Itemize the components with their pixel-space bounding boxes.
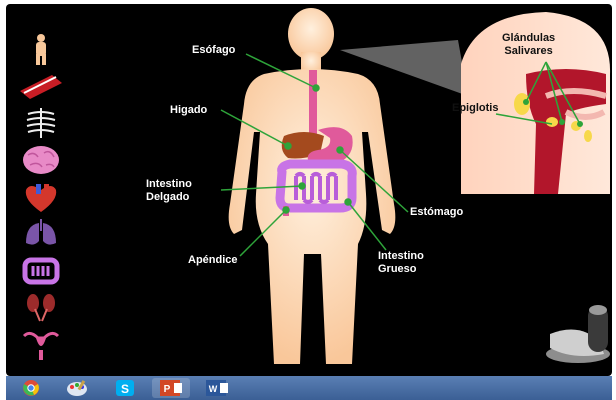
muscle-icon — [16, 69, 66, 103]
label-esofago: Esófago — [192, 44, 235, 57]
digestive-system-illustration — [6, 4, 612, 376]
label-epiglotis: Epiglotis — [452, 102, 498, 115]
sidebar-item-skeleton[interactable] — [16, 106, 66, 140]
powerpoint-icon: P — [152, 378, 190, 398]
skype-glyph: S — [121, 382, 129, 396]
sidebar-item-human-body[interactable] — [16, 32, 66, 66]
taskbar-skype-button[interactable]: S — [106, 378, 144, 398]
taskbar-paint-button[interactable] — [58, 378, 96, 398]
skype-icon: S — [106, 378, 144, 398]
sidebar-item-kidney[interactable] — [16, 291, 66, 325]
esophagus-organ — [309, 70, 317, 134]
taskbar: S P W — [6, 376, 612, 400]
system-selector-sidebar — [16, 32, 68, 362]
paint-icon — [58, 378, 96, 398]
label-glandulas-salivares: Glándulas Salivares — [502, 32, 555, 58]
label-intestino-delgado: Intestino Delgado — [146, 178, 192, 204]
sidebar-item-reproductive[interactable] — [16, 328, 66, 362]
word-icon: W — [198, 378, 236, 398]
reproductive-icon — [16, 328, 66, 362]
taskbar-powerpoint-button[interactable]: P — [152, 378, 190, 398]
powerpoint-glyph: P — [164, 384, 171, 395]
sidebar-item-brain[interactable] — [16, 143, 66, 177]
label-apendice: Apéndice — [188, 254, 238, 267]
skeleton-icon — [16, 106, 66, 140]
human-body-icon — [16, 32, 66, 66]
sidebar-item-digestive[interactable] — [16, 254, 66, 288]
anatomy-canvas: Esófago Higado Intestino Delgado Apéndic… — [6, 4, 612, 376]
chrome-icon — [12, 378, 50, 398]
taskbar-word-button[interactable]: W — [198, 378, 236, 398]
brain-icon — [16, 143, 66, 177]
digestive-icon — [16, 254, 66, 288]
sidebar-item-heart[interactable] — [16, 180, 66, 214]
label-intestino-grueso: Intestino Grueso — [378, 250, 424, 276]
sidebar-item-muscle[interactable] — [16, 69, 66, 103]
scroll-knob-handle[interactable] — [542, 304, 612, 364]
label-higado: Higado — [170, 104, 207, 117]
word-glyph: W — [209, 384, 218, 394]
kidney-icon — [16, 291, 66, 325]
label-estomago: Estómago — [410, 206, 463, 219]
taskbar-chrome-button[interactable] — [12, 378, 50, 398]
lungs-icon — [16, 217, 66, 251]
sidebar-item-lungs[interactable] — [16, 217, 66, 251]
heart-icon — [16, 180, 66, 214]
